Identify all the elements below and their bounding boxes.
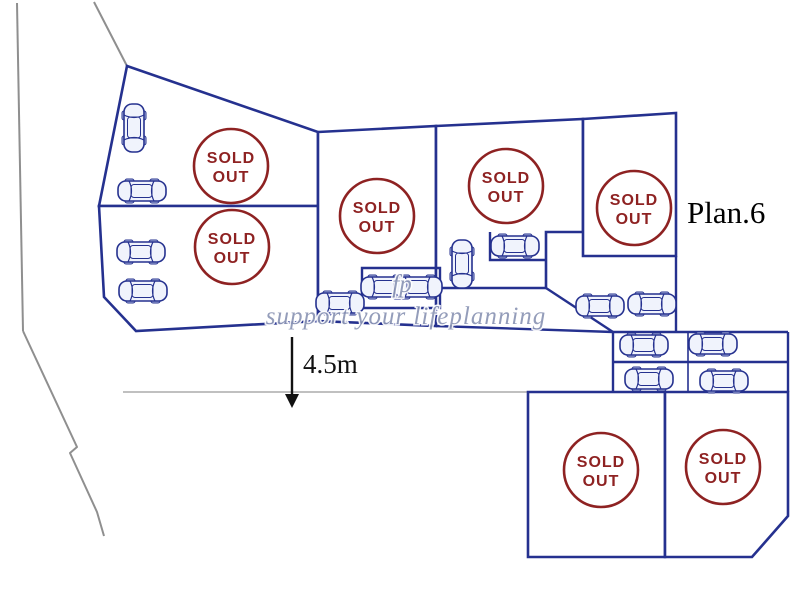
sold-stamp-circle [193,208,271,286]
left-road-edge-upper [16,2,24,332]
sold-stamp-circle [684,428,762,506]
sold-stamp-line1: SOLD [353,200,401,217]
car-icon-14 [624,366,674,392]
sold-stamp-3: SOLD OUT [338,177,416,255]
sold-stamp-line2: OUT [705,470,742,487]
sold-stamp-4: SOLD OUT [467,147,545,225]
sold-stamp-line1: SOLD [610,192,658,209]
road-width-arrow-head [285,394,299,408]
sold-stamp-line2: OUT [488,189,525,206]
car-icon-9 [490,233,540,259]
road-width-label: 4.5m [303,349,358,379]
sold-stamp-line2: OUT [213,169,250,186]
sold-stamp-circle [192,127,270,205]
car-icon-3 [116,239,166,265]
watermark-text: support your lifeplanning [266,303,547,330]
car-icon-13 [688,331,738,357]
sold-stamp-line1: SOLD [207,150,255,167]
car-icon-11 [627,291,677,317]
parking-notch [488,232,546,262]
sold-stamp-2: SOLD OUT [193,208,271,286]
sold-stamp-7: SOLD OUT [684,428,762,506]
sold-stamp-1: SOLD OUT [192,127,270,205]
car-icon-10 [575,293,625,319]
car-icon-2 [117,178,167,204]
top-road-edge [93,1,128,67]
sold-stamp-line2: OUT [583,473,620,490]
plot-bottom-right [663,390,790,559]
watermark-fp: fp [392,271,411,298]
sold-stamp-6: SOLD OUT [562,431,640,509]
left-road-edge-lower [22,330,105,537]
sold-stamp-5: SOLD OUT [595,169,673,247]
block-bottom-boundary [435,324,614,334]
sold-stamp-line2: OUT [359,219,396,236]
sold-stamp-circle [562,431,640,509]
sold-stamp-line1: SOLD [577,454,625,471]
car-icon-8 [449,239,475,289]
car-icon-15 [699,368,749,394]
sold-stamp-circle [467,147,545,225]
sold-stamp-circle [595,169,673,247]
sold-stamp-line2: OUT [616,211,653,228]
sold-stamp-circle [338,177,416,255]
sold-stamp-line2: OUT [214,250,251,267]
sold-stamp-line1: SOLD [699,451,747,468]
car-icon-4 [118,278,168,304]
sold-stamp-line1: SOLD [482,170,530,187]
car-icon-12 [619,332,669,358]
sold-stamp-line1: SOLD [208,231,256,248]
car-icon-1 [121,103,147,153]
plan-label: Plan.6 [687,195,765,230]
